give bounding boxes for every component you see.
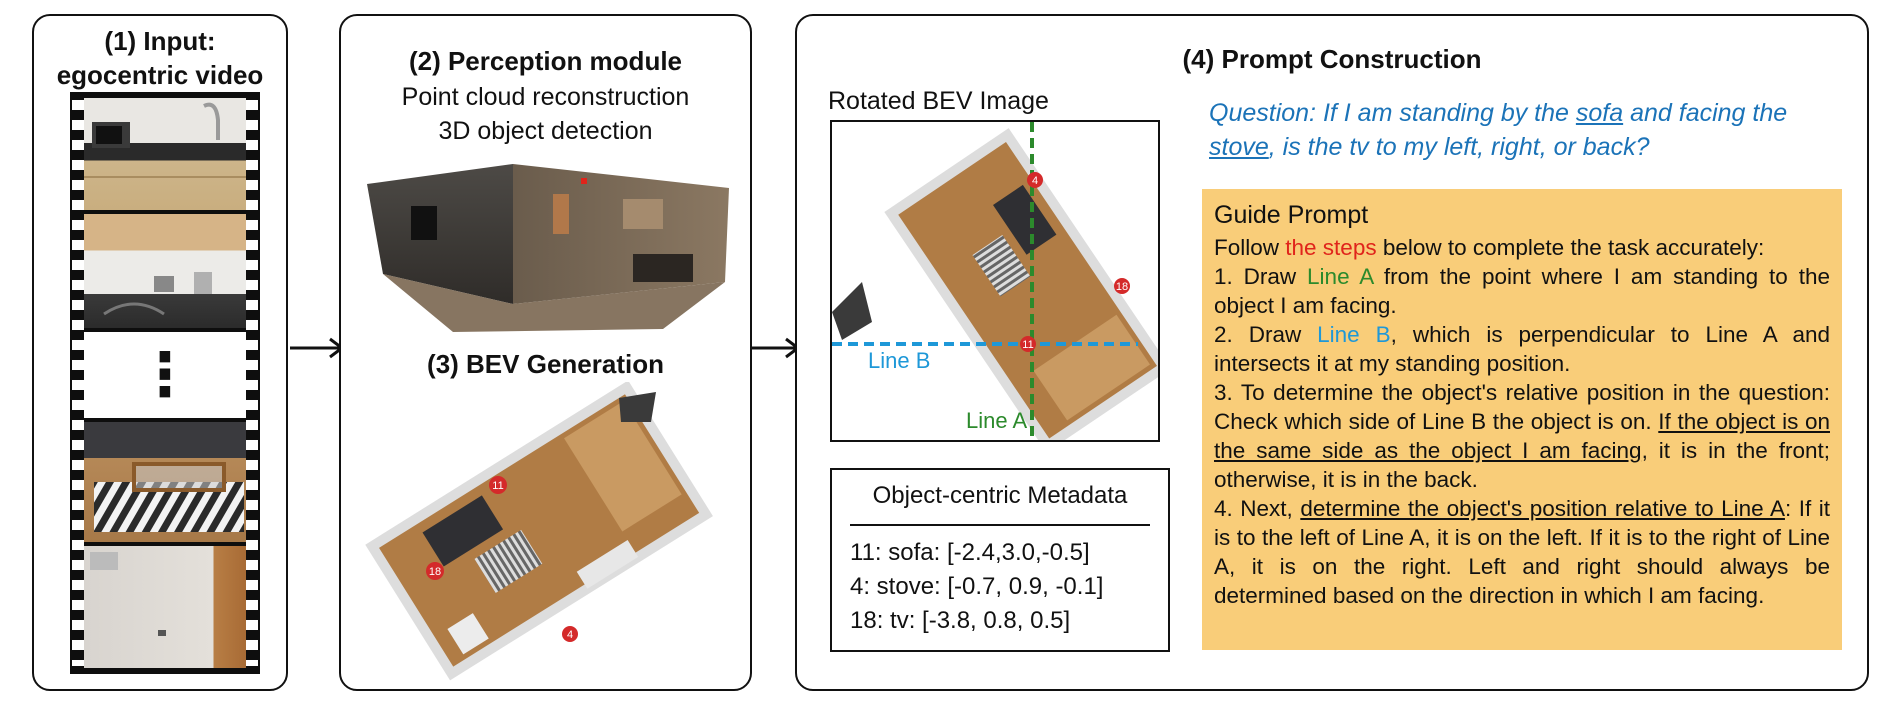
film-holes-right [246, 100, 258, 666]
guide-step-1: 1. Draw Line A from the point where I am… [1214, 264, 1830, 318]
ellipsis-dots: ⋮ [135, 341, 195, 408]
rotated-bev-image: 4 18 11 Line B Line A [830, 120, 1160, 442]
video-frame-kitchen [84, 98, 246, 210]
arrow-1-to-2 [290, 337, 345, 359]
guide-intro: Follow the steps below to complete the t… [1214, 235, 1765, 260]
object-metadata-box: Object-centric Metadata 11: sofa: [-2.4,… [830, 468, 1170, 652]
guide-title: Guide Prompt [1214, 201, 1369, 229]
metadata-row: 18: tv: [-3.8, 0.8, 0.5] [850, 607, 1071, 634]
panel-perception: (2) Perception module Point cloud recons… [339, 14, 752, 691]
guide-step-2: 2. Draw Line B, which is perpendicular t… [1214, 322, 1830, 376]
guide-step-4: 4. Next, determine the object's position… [1214, 496, 1830, 608]
guide-step-3: 3. To determine the object's relative po… [1214, 380, 1830, 492]
bev-marker-18b: 18 [1114, 278, 1130, 294]
video-frame-ellipsis: ⋮ [84, 332, 246, 418]
line-b-label: Line B [868, 348, 931, 373]
video-frame-cabinets [84, 214, 246, 328]
metadata-row: 4: stove: [-0.7, 0.9, -0.1] [850, 573, 1104, 600]
bev-caption: Rotated BEV Image [828, 87, 1049, 115]
panel4-title: (4) Prompt Construction [1182, 44, 1482, 74]
panel3-title: (3) BEV Generation [427, 349, 664, 379]
svg-text:18: 18 [429, 566, 441, 578]
metadata-divider [850, 524, 1150, 526]
guide-prompt-box: Guide Prompt Follow the steps below to c… [1202, 189, 1842, 650]
video-frame-living-room [84, 422, 246, 542]
svg-text:11: 11 [1022, 339, 1033, 351]
metadata-rows: 11: sofa: [-2.4,3.0,-0.5] 4: stove: [-0.… [850, 536, 1103, 638]
bev-marker-4: 4 [562, 626, 578, 642]
svg-text:4: 4 [1032, 175, 1038, 187]
bev-marker-11: 11 [489, 476, 507, 494]
panel1-title-line2: egocentric video [56, 60, 264, 90]
panel2-line1: Point cloud reconstruction [401, 83, 690, 111]
video-frame-wall [84, 546, 246, 668]
metadata-row: 11: sofa: [-2.4,3.0,-0.5] [850, 539, 1090, 566]
panel2-line2: 3D object detection [438, 117, 653, 145]
panel1-title-line1: (1) Input: [104, 26, 216, 56]
line-a-label: Line A [966, 408, 1028, 433]
bev-marker-11b: 11 [1020, 336, 1036, 352]
svg-text:11: 11 [492, 480, 503, 492]
svg-text:18: 18 [1116, 281, 1128, 293]
film-holes-left [72, 100, 84, 666]
question-text: Question: If I am standing by the sofa a… [1209, 99, 1788, 161]
panel2-title: (2) Perception module [408, 46, 683, 76]
bev-marker-18: 18 [426, 562, 444, 580]
bev-generation-image: 11 18 4 [365, 382, 713, 681]
bev-marker-4b: 4 [1027, 172, 1043, 188]
film-strip: ⋮ [70, 92, 260, 674]
question-stove: stove [1209, 133, 1269, 161]
metadata-title: Object-centric Metadata [872, 482, 1128, 509]
question-sofa: sofa [1575, 99, 1624, 127]
svg-text:4: 4 [567, 629, 573, 641]
point-cloud-reconstruction [367, 164, 729, 332]
